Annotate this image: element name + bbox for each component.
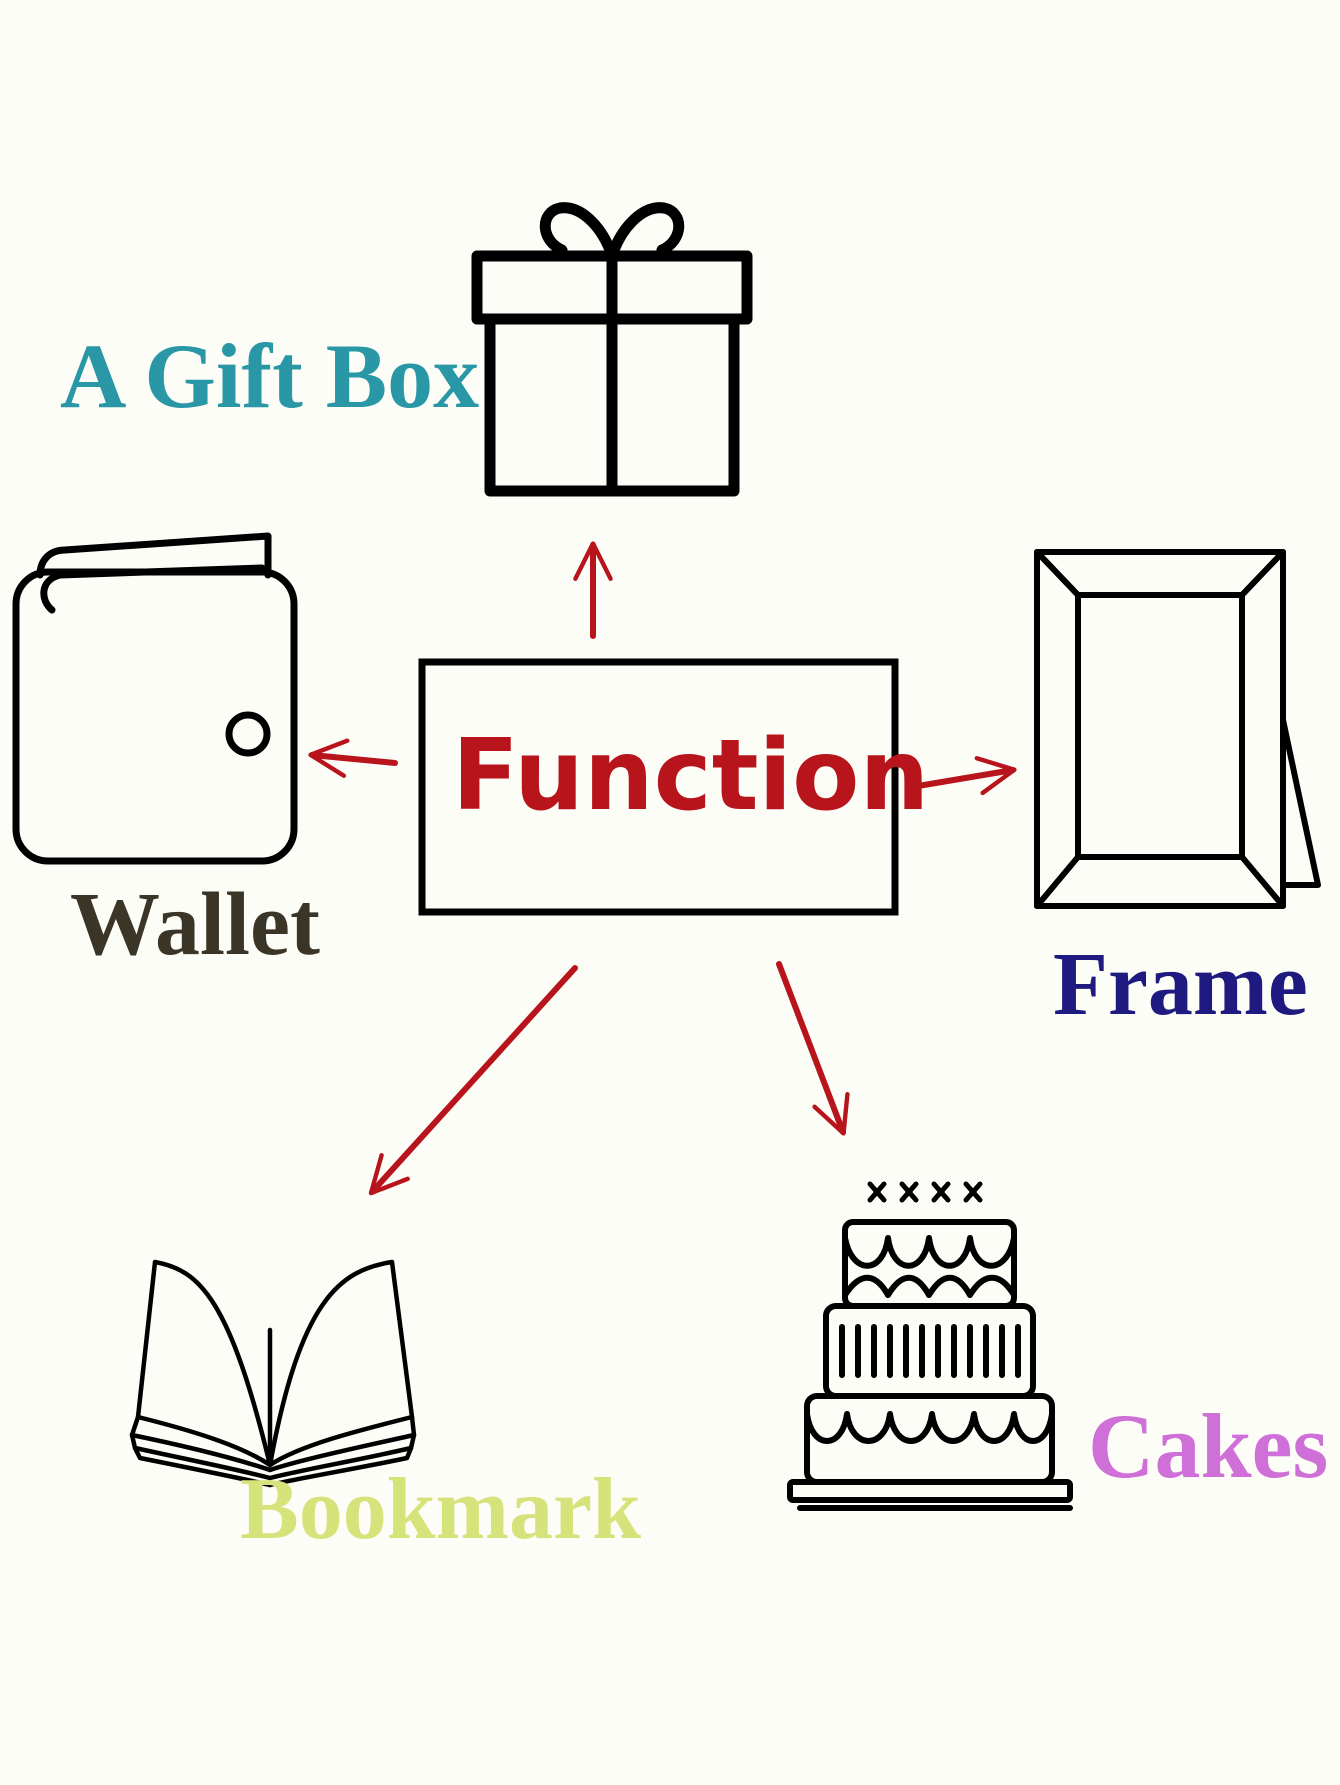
label-wallet: Wallet [70,875,320,974]
arrow-to-bookmark [368,965,578,1196]
label-frame: Frame [1053,935,1308,1034]
function-box [418,658,899,916]
gift-box-icon [471,202,753,497]
picture-frame-icon [1034,549,1321,909]
wallet-icon [12,532,298,865]
center-label: Function [452,719,930,833]
open-book-icon [129,1259,417,1488]
arrows [308,541,1017,1196]
arrow-to-frame [915,756,1017,796]
arrow-to-wallet [308,738,398,778]
cake-icon [787,1181,1073,1511]
label-bookmark: Bookmark [240,1461,641,1558]
label-gift-box: A Gift Box [60,325,480,427]
label-cakes: Cakes [1088,1395,1329,1497]
arrow-to-cakes [776,961,850,1136]
